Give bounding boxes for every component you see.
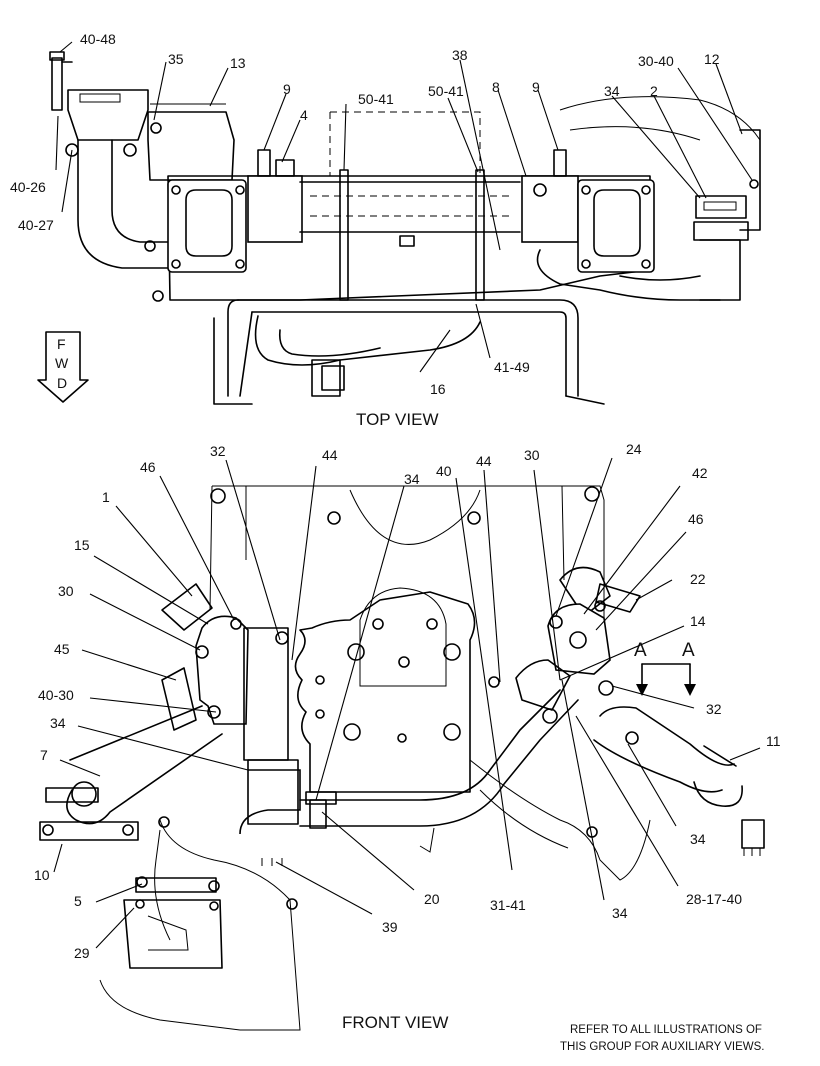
fwd-marker: F W D — [37, 331, 89, 403]
callout-2: 2 — [650, 83, 658, 99]
callout-9: 9 — [283, 81, 291, 97]
callout-7: 7 — [40, 747, 48, 763]
callout-44: 44 — [322, 447, 338, 463]
callout-34-d: 34 — [612, 905, 628, 921]
callout-35: 35 — [168, 51, 184, 67]
callout-32-b: 32 — [706, 701, 722, 717]
callout-28-17-40: 28-17-40 — [686, 891, 742, 907]
callout-29: 29 — [74, 945, 90, 961]
callout-30-b: 30 — [58, 583, 74, 599]
front-view-drawing — [39, 485, 765, 1031]
callout-34: 34 — [604, 83, 620, 99]
callout-40-27: 40-27 — [18, 217, 54, 233]
callout-46-b: 46 — [688, 511, 704, 527]
top-view-title: TOP VIEW — [356, 410, 439, 429]
callout-40-48: 40-48 — [80, 31, 116, 47]
callout-32: 32 — [210, 443, 226, 459]
note-line-1: REFER TO ALL ILLUSTRATIONS OF — [570, 1024, 762, 1036]
section-marker-a-a: A A — [634, 640, 696, 696]
callout-40: 40 — [436, 463, 452, 479]
callout-10: 10 — [34, 867, 50, 883]
callout-13: 13 — [230, 55, 246, 71]
callout-34-b: 34 — [50, 715, 66, 731]
callout-45: 45 — [54, 641, 70, 657]
callout-42: 42 — [692, 465, 708, 481]
callout-5: 5 — [74, 893, 82, 909]
callout-34-c: 34 — [690, 831, 706, 847]
note-line-2: THIS GROUP FOR AUXILIARY VIEWS. — [560, 1041, 765, 1053]
callout-41-49: 41-49 — [494, 359, 530, 375]
callout-24: 24 — [626, 441, 642, 457]
front-view-leaders — [53, 457, 761, 949]
fwd-letter-d: D — [57, 375, 67, 391]
callout-40-26: 40-26 — [10, 179, 46, 195]
callout-8: 8 — [492, 79, 500, 95]
callout-30-40: 30-40 — [638, 53, 674, 69]
callout-46-a: 46 — [140, 459, 156, 475]
callout-50-41: 50-41 — [358, 91, 394, 107]
callout-40-30: 40-30 — [38, 687, 74, 703]
callout-14: 14 — [690, 613, 706, 629]
callout-16: 16 — [430, 381, 446, 397]
callout-50-41-b: 50-41 — [428, 83, 464, 99]
callout-20: 20 — [424, 891, 440, 907]
callout-44-b: 44 — [476, 453, 492, 469]
front-view-title: FRONT VIEW — [342, 1013, 448, 1032]
section-label-right: A — [682, 640, 695, 661]
callout-9-b: 9 — [532, 79, 540, 95]
callout-11: 11 — [766, 733, 781, 749]
callout-39: 39 — [382, 919, 398, 935]
reference-note: REFER TO ALL ILLUSTRATIONS OF THIS GROUP… — [560, 1024, 765, 1053]
callout-4: 4 — [300, 107, 308, 123]
callout-34-a: 34 — [404, 471, 420, 487]
callout-12: 12 — [704, 51, 720, 67]
callout-30-a: 30 — [524, 447, 540, 463]
front-view-callouts: 32 44 34 40 44 30 24 46 1 42 15 46 30 22… — [34, 441, 781, 961]
callout-31-41: 31-41 — [490, 897, 526, 913]
callout-15: 15 — [74, 537, 90, 553]
section-label-left: A — [634, 640, 647, 661]
callout-38: 38 — [452, 47, 468, 63]
top-view-leaders — [55, 41, 753, 373]
top-view-callouts: 40-48 35 13 9 4 50-41 38 50-41 8 9 34 2 … — [10, 31, 720, 397]
fwd-letter-w: W — [55, 355, 69, 371]
top-view-drawing — [49, 51, 761, 405]
callout-22: 22 — [690, 571, 706, 587]
callout-1: 1 — [102, 489, 110, 505]
fwd-letter-f: F — [57, 336, 66, 352]
